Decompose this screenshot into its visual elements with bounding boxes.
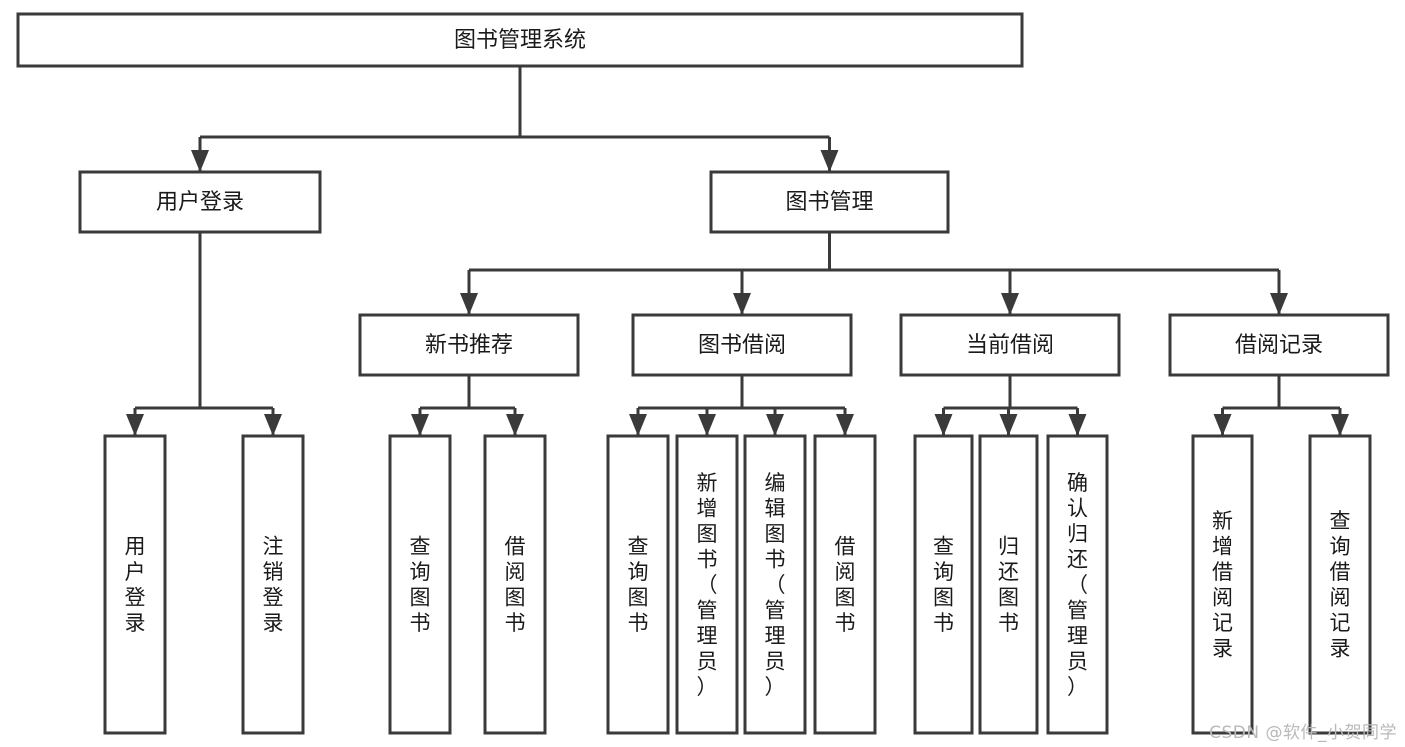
node-label: 注销登录: [263, 535, 284, 636]
node-box: [1191, 434, 1254, 735]
node-box: [743, 434, 807, 735]
node-label: 图书管理系统: [454, 28, 586, 53]
node-box: [978, 434, 1039, 735]
node-box: [675, 434, 739, 735]
arrowhead: [1213, 414, 1232, 436]
node-label: 查询借阅记录: [1330, 509, 1351, 661]
node-box: [899, 313, 1121, 377]
node-leaf-borrow-book-b[interactable]: 借阅图书: [813, 434, 877, 735]
arrowhead: [411, 414, 429, 436]
node-leaf-user-logout[interactable]: 注销登录: [241, 434, 305, 735]
node-label: 新增图书（管理员）: [697, 471, 718, 699]
node-box: [483, 434, 547, 735]
node-label: 确认归还（管理员）: [1067, 471, 1088, 699]
node-box: [241, 434, 305, 735]
node-label: 当前借阅: [966, 333, 1054, 358]
node-label: 新书推荐: [425, 333, 513, 358]
node-leaf-user-login[interactable]: 用户登录: [103, 434, 167, 735]
node-label: 图书管理: [785, 190, 873, 215]
node-label: 查询图书: [933, 535, 954, 636]
node-box: [78, 170, 322, 234]
node-box: [1046, 434, 1109, 735]
node-box: [606, 434, 670, 735]
arrowhead: [191, 150, 209, 172]
arrowhead: [934, 414, 953, 436]
arrowhead: [1001, 293, 1019, 315]
arrowhead: [766, 414, 784, 436]
node-leaf-query-book-b[interactable]: 查询图书: [606, 434, 670, 735]
node-label: 编辑图书（管理员）: [765, 471, 786, 699]
node-box: [1308, 434, 1372, 735]
node-leaf-add-book[interactable]: 新增图书（管理员）: [675, 434, 739, 735]
node-label: 借阅图书: [505, 535, 526, 636]
arrowhead: [733, 293, 751, 315]
arrowhead: [126, 414, 144, 436]
arrowhead: [629, 414, 647, 436]
node-borrow-record[interactable]: 借阅记录: [1168, 313, 1390, 377]
node-book-manage[interactable]: 图书管理: [709, 170, 950, 234]
arrowhead: [460, 293, 478, 315]
node-label: 新增借阅记录: [1212, 509, 1233, 661]
nodes-layer: 图书管理系统用户登录图书管理新书推荐图书借阅当前借阅借阅记录用户登录注销登录查询…: [16, 12, 1390, 735]
node-box: [913, 434, 974, 735]
node-box: [1168, 313, 1390, 377]
arrowhead: [999, 414, 1018, 436]
node-box: [813, 434, 877, 735]
node-leaf-query-book-c[interactable]: 查询图书: [913, 434, 974, 735]
arrowhead: [264, 414, 282, 436]
node-root[interactable]: 图书管理系统: [16, 12, 1024, 68]
arrowhead: [836, 414, 854, 436]
node-box: [16, 12, 1024, 68]
node-label: 归还图书: [998, 535, 1019, 636]
arrowhead: [1331, 414, 1349, 436]
arrowhead: [1068, 414, 1087, 436]
node-label: 借阅图书: [835, 535, 856, 636]
edges-layer: [126, 66, 1349, 436]
node-label: 查询图书: [628, 535, 649, 636]
node-label: 用户登录: [156, 190, 244, 215]
node-leaf-confirm-return[interactable]: 确认归还（管理员）: [1046, 434, 1109, 735]
node-label: 图书借阅: [698, 333, 786, 358]
node-current-borrow[interactable]: 当前借阅: [899, 313, 1121, 377]
node-leaf-query-record[interactable]: 查询借阅记录: [1308, 434, 1372, 735]
node-leaf-edit-book[interactable]: 编辑图书（管理员）: [743, 434, 807, 735]
arrowhead: [506, 414, 524, 436]
node-leaf-add-record[interactable]: 新增借阅记录: [1191, 434, 1254, 735]
node-user-login[interactable]: 用户登录: [78, 170, 322, 234]
node-new-book-rec[interactable]: 新书推荐: [358, 313, 580, 377]
node-box: [709, 170, 950, 234]
node-leaf-query-book-a[interactable]: 查询图书: [388, 434, 452, 735]
node-book-borrow[interactable]: 图书借阅: [631, 313, 853, 377]
node-label: 借阅记录: [1235, 333, 1323, 358]
node-label: 查询图书: [410, 535, 431, 636]
arrowhead: [820, 150, 839, 172]
watermark-label: CSDN @软件_小贺同学: [1209, 723, 1397, 743]
node-box: [388, 434, 452, 735]
arrowhead: [698, 414, 716, 436]
node-label: 用户登录: [125, 535, 146, 636]
node-box: [631, 313, 853, 377]
node-leaf-borrow-book-a[interactable]: 借阅图书: [483, 434, 547, 735]
node-box: [358, 313, 580, 377]
arrowhead: [1270, 293, 1288, 315]
node-box: [103, 434, 167, 735]
node-leaf-return-book[interactable]: 归还图书: [978, 434, 1039, 735]
